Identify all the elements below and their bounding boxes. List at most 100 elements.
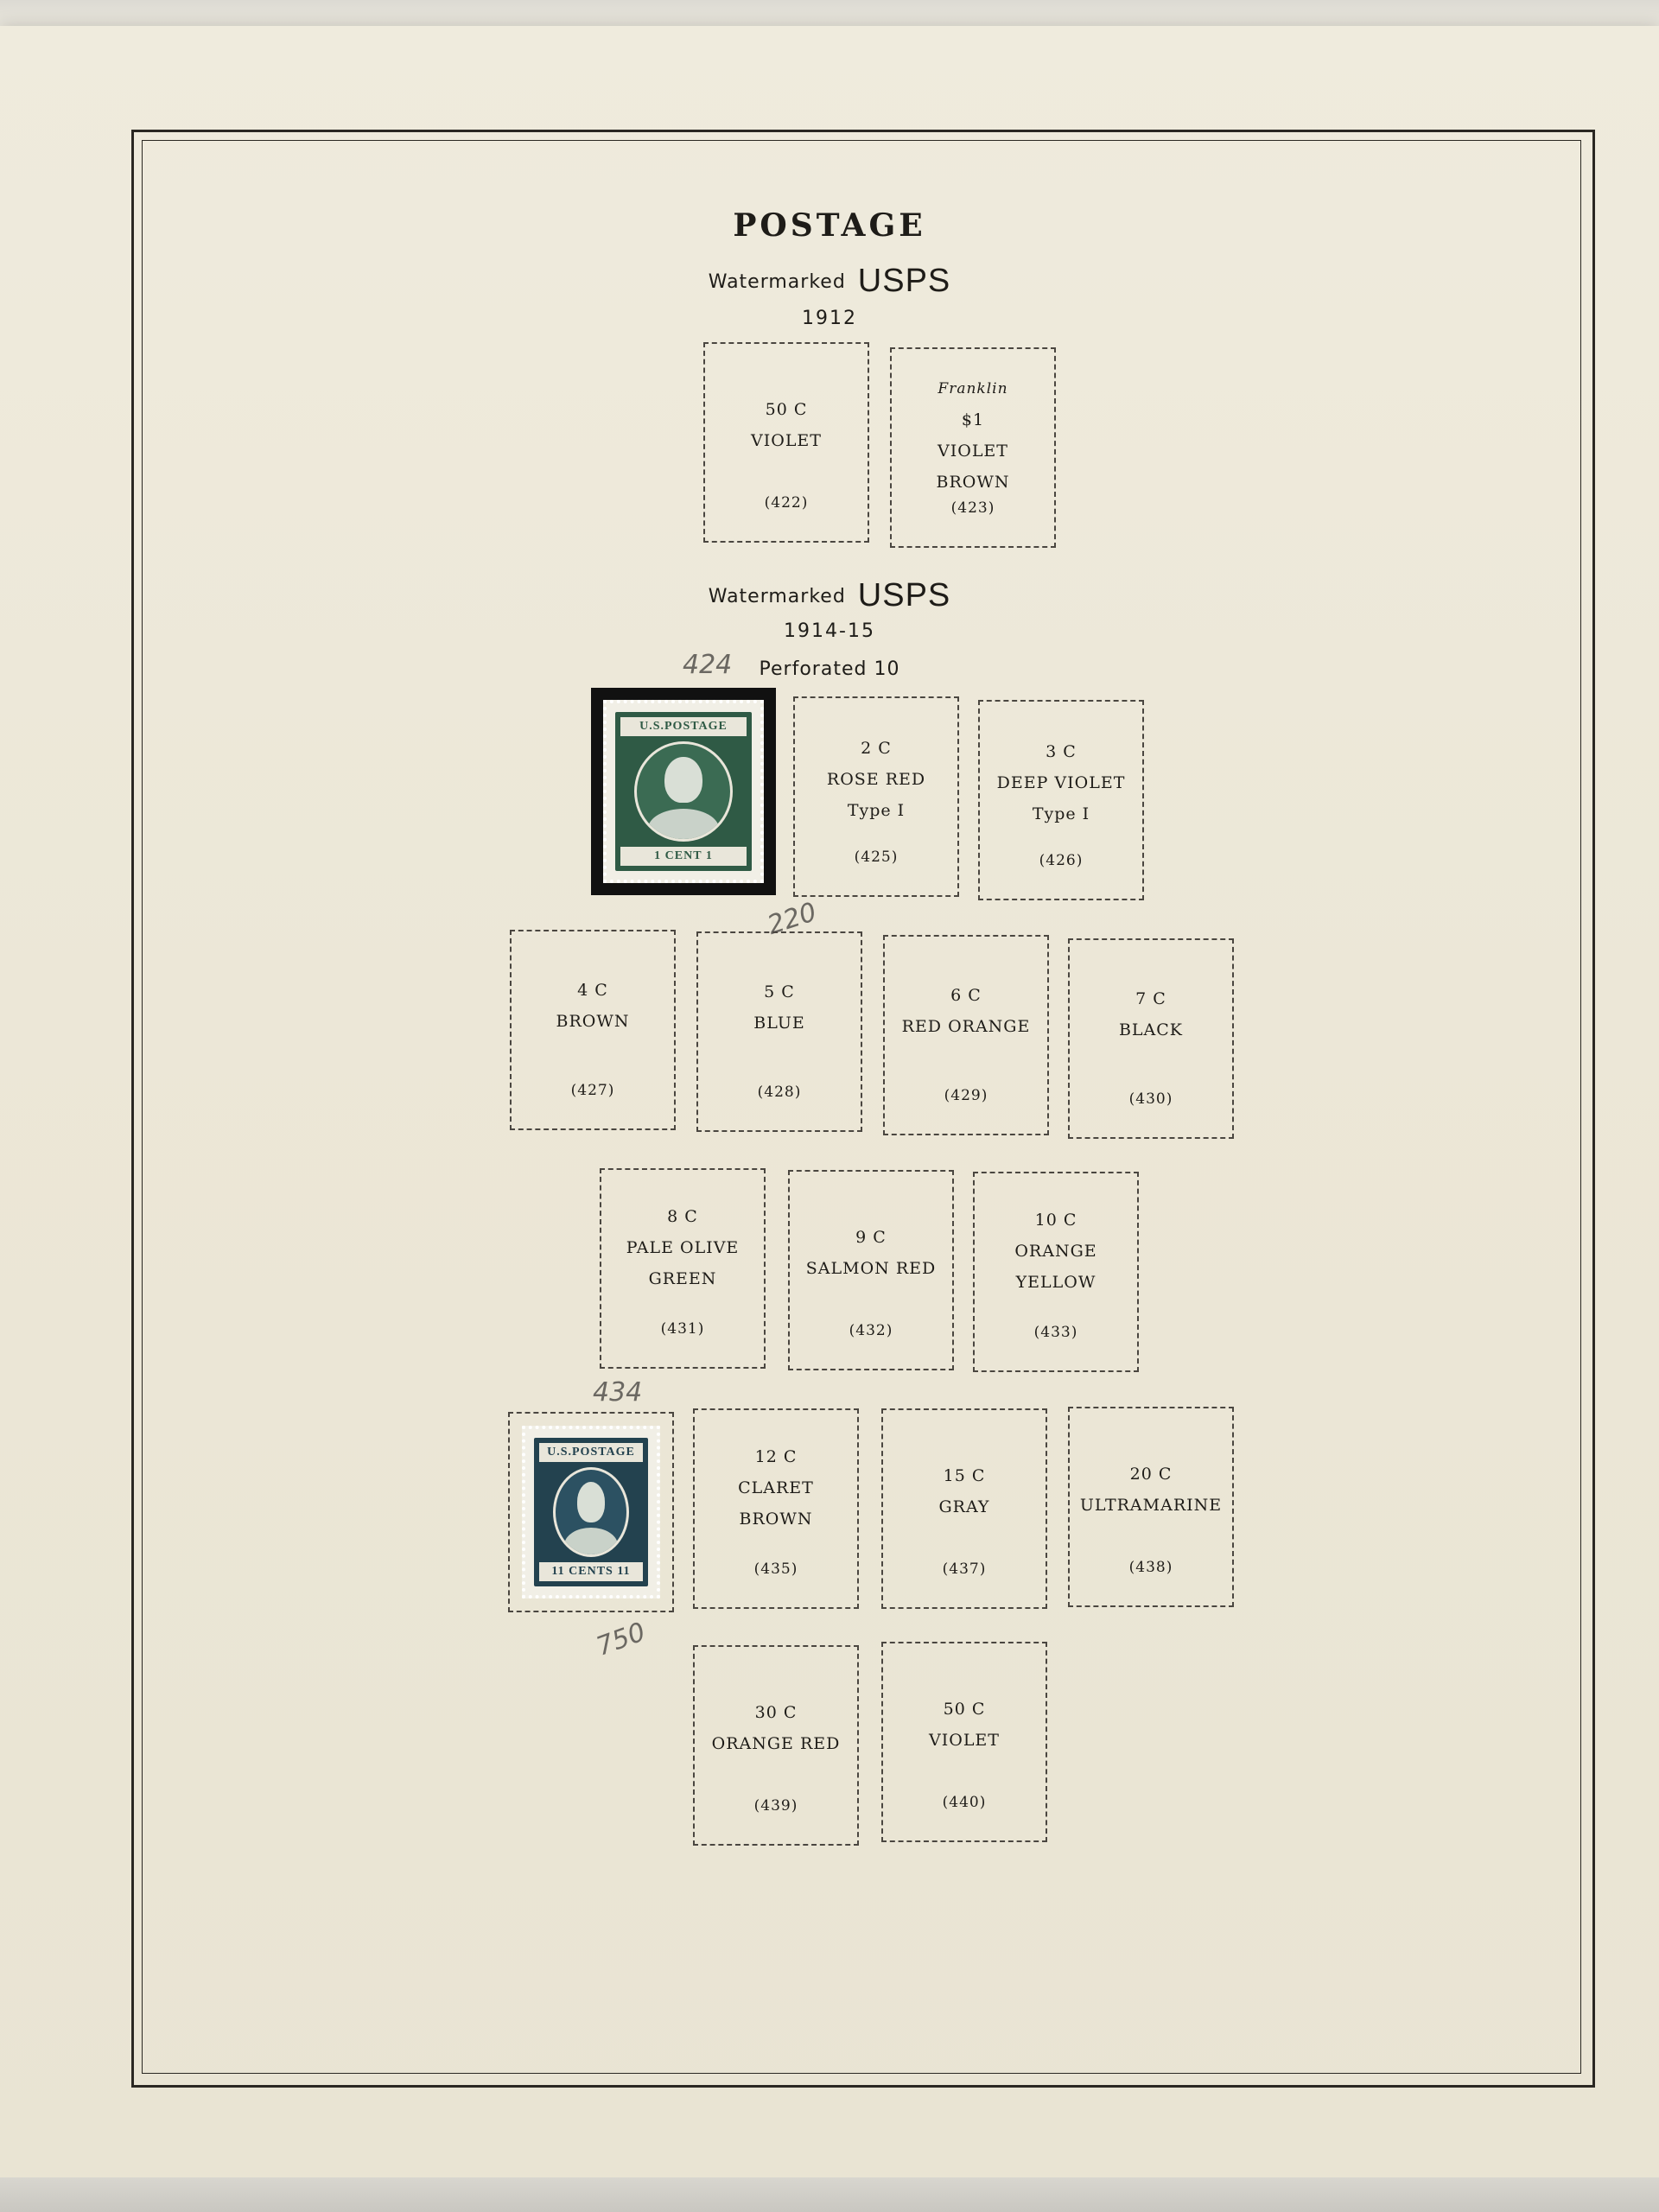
stamp-space-433[interactable]: 10 C ORANGE YELLOW (433) [973,1172,1139,1372]
catalog-number: (422) [764,494,809,512]
box-value: $1 [961,410,985,429]
box-color: RED ORANGE [901,1017,1031,1036]
watermark-label: Watermarked [708,586,846,607]
stamp-bottom-label: 11 CENTS 11 [539,1562,643,1581]
box-value: 9 C [855,1228,887,1247]
box-value: 20 C [1129,1465,1173,1484]
watermark-heading-1912: Watermarked USPS [0,263,1659,300]
stamp-space-431[interactable]: 8 C PALE OLIVE GREEN (431) [600,1168,766,1369]
sheet-stack-top [0,0,1659,26]
catalog-number: (427) [570,1082,615,1099]
catalog-number: (438) [1128,1559,1173,1576]
page-title: POSTAGE [733,207,926,244]
stamp-top-label: U.S.POSTAGE [620,717,747,736]
portrait-oval [553,1467,629,1557]
stamp-space-422[interactable]: 50 C VIOLET (422) [703,342,869,543]
stamp-bottom-label: 1 CENT 1 [620,847,747,866]
box-color: CLARET [738,1478,814,1497]
box-subject: Franklin [938,380,1008,397]
catalog-number: (429) [944,1087,988,1104]
box-color: SALMON RED [805,1259,937,1278]
catalog-number: (430) [1128,1090,1173,1108]
stamp-space-440[interactable]: 50 C VIOLET (440) [881,1642,1047,1842]
mounted-stamp-424[interactable]: U.S.POSTAGE 1 CENT 1 [591,688,776,895]
watermark-label: Watermarked [708,271,846,293]
stamp-design-franklin: U.S.POSTAGE 11 CENTS 11 [534,1438,648,1586]
box-value: 6 C [950,986,982,1005]
stamp-space-427[interactable]: 4 C BROWN (427) [510,930,676,1130]
catalog-number: (432) [849,1322,893,1339]
box-value: 4 C [577,981,608,1000]
sheet-stack-bottom [0,2177,1659,2212]
pencil-note-424: 424 [683,650,733,680]
portrait-shoulders-icon [563,1527,619,1554]
stamp-space-432[interactable]: 9 C SALMON RED (432) [788,1170,954,1370]
box-color: ORANGE [1014,1242,1097,1261]
year-1914-15: 1914-15 [784,620,875,642]
portrait-head-icon [664,757,702,804]
box-color: VIOLET [929,1731,1000,1750]
box-value: 7 C [1135,989,1166,1008]
stamp-top-label: U.S.POSTAGE [539,1443,643,1462]
catalog-number: (440) [942,1794,987,1811]
box-value: 2 C [861,739,892,758]
box-color-2: BROWN [936,473,1010,492]
box-color: GRAY [938,1497,990,1516]
stamp-space-437[interactable]: 15 C GRAY (437) [881,1408,1047,1609]
box-color: BLACK [1118,1020,1184,1039]
catalog-number: (431) [660,1320,705,1338]
box-type: Type I [847,801,906,820]
catalog-number: (426) [1039,852,1084,869]
stamp-perforation: U.S.POSTAGE 1 CENT 1 [603,700,764,883]
watermark-mark: USPS [857,263,951,299]
mounted-stamp-434[interactable]: U.S.POSTAGE 11 CENTS 11 [508,1412,674,1612]
page-border-outer [131,130,1595,2088]
box-value: 10 C [1034,1211,1077,1230]
watermark-heading-1914: Watermarked USPS [0,577,1659,614]
catalog-number: (439) [753,1797,798,1815]
perforation-note: Perforated 10 [759,658,900,680]
stamp-space-435[interactable]: 12 C CLARET BROWN (435) [693,1408,859,1609]
stamp-space-439[interactable]: 30 C ORANGE RED (439) [693,1645,859,1846]
portrait-oval [634,741,733,842]
pencil-note-434: 434 [593,1377,643,1408]
stamp-space-430[interactable]: 7 C BLACK (430) [1068,938,1234,1139]
stamp-space-423[interactable]: Franklin $1 VIOLET BROWN (423) [890,347,1056,548]
box-value: 3 C [1046,742,1077,761]
box-value: 8 C [667,1207,698,1226]
stamp-perforation: U.S.POSTAGE 11 CENTS 11 [522,1426,660,1599]
box-type: Type I [1032,804,1090,823]
box-color: DEEP VIOLET [996,773,1126,792]
box-color: VIOLET [938,442,1008,461]
box-color-2: YELLOW [1015,1273,1096,1292]
stamp-space-438[interactable]: 20 C ULTRAMARINE (438) [1068,1407,1234,1607]
box-color: PALE OLIVE [626,1238,740,1257]
box-color: BROWN [556,1012,630,1031]
box-value: 5 C [764,982,795,1001]
page-border-inner [142,140,1581,2074]
catalog-number: (435) [753,1560,798,1578]
portrait-shoulders-icon [647,808,720,839]
catalog-number: (425) [854,849,899,866]
box-color: ORANGE RED [711,1734,841,1753]
box-value: 12 C [754,1447,798,1466]
box-value: 50 C [943,1700,986,1719]
catalog-number: (423) [950,499,995,517]
year-1912: 1912 [802,308,857,329]
stamp-space-426[interactable]: 3 C DEEP VIOLET Type I (426) [978,700,1144,900]
box-value: 30 C [754,1703,798,1722]
catalog-number: (433) [1033,1324,1078,1341]
box-color: VIOLET [751,431,822,450]
album-page [0,26,1659,2177]
stamp-space-429[interactable]: 6 C RED ORANGE (429) [883,935,1049,1135]
catalog-number: (428) [757,1084,802,1101]
catalog-number: (437) [942,1560,987,1578]
stamp-space-428[interactable]: 5 C BLUE (428) [696,931,862,1132]
watermark-mark: USPS [857,577,951,613]
box-color: ROSE RED [826,770,926,789]
portrait-head-icon [576,1481,606,1522]
box-value: 50 C [765,400,808,419]
stamp-space-425[interactable]: 2 C ROSE RED Type I (425) [793,696,959,897]
box-color: ULTRAMARINE [1079,1496,1223,1515]
box-value: 15 C [943,1466,986,1485]
